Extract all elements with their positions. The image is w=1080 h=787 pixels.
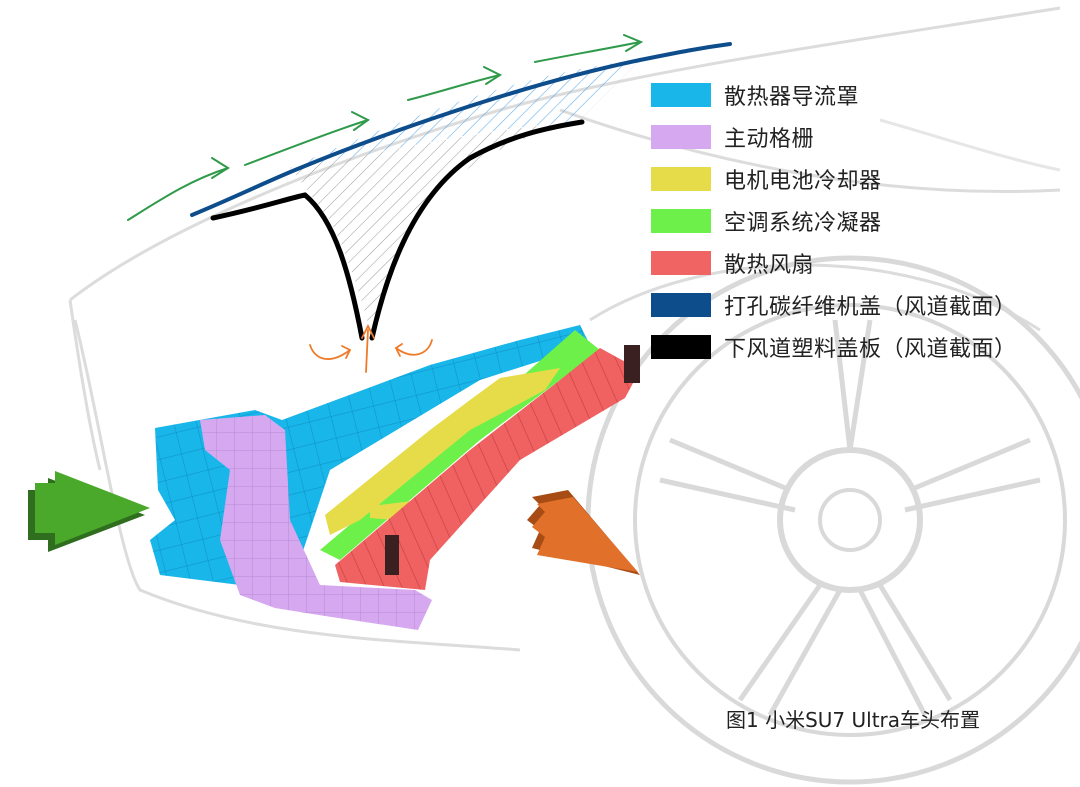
motor-battery-cooler [325, 368, 560, 535]
legend-swatch [651, 209, 711, 233]
legend-label: 散热风扇 [724, 253, 815, 278]
legend-item: 散热风扇 [651, 242, 1071, 284]
legend-label: 打孔碳纤维机盖（风道截面） [724, 295, 1017, 320]
inlet-airflow-arrow [28, 471, 150, 552]
legend-swatch [651, 251, 711, 275]
legend-label: 下风道塑料盖板（风道截面） [724, 337, 1017, 362]
cooling-module [150, 325, 640, 630]
legend-swatch [651, 125, 711, 149]
carbon-hood-section [190, 42, 732, 217]
air-duct-section [290, 60, 640, 338]
legend-item: 散热器导流罩 [651, 74, 1071, 116]
legend-swatch [651, 83, 711, 107]
legend-label: 空调系统冷凝器 [724, 211, 882, 236]
legend-item: 打孔碳纤维机盖（风道截面） [651, 284, 1071, 326]
legend-item: 下风道塑料盖板（风道截面） [651, 326, 1071, 368]
legend-item: 主动格栅 [651, 116, 1071, 158]
legend: 散热器导流罩 主动格栅 电机电池冷却器 空调系统冷凝器 散热风扇 打孔碳纤维机盖… [651, 74, 1071, 368]
outlet-airflow-arrow [527, 490, 640, 575]
figure-caption: 图1 小米SU7 Ultra车头布置 [726, 708, 981, 732]
legend-swatch [651, 167, 711, 191]
legend-item: 电机电池冷却器 [651, 158, 1071, 200]
legend-swatch [651, 293, 711, 317]
outflow-arrows [309, 323, 433, 373]
cooling-fan [335, 348, 640, 590]
legend-label: 电机电池冷却器 [724, 169, 882, 194]
airflow-arrows [127, 34, 644, 221]
legend-swatch [651, 335, 711, 359]
legend-label: 主动格栅 [724, 127, 815, 152]
lower-duct-cover-section [210, 119, 585, 341]
active-grille [200, 415, 432, 630]
legend-label: 散热器导流罩 [724, 85, 860, 110]
legend-item: 空调系统冷凝器 [651, 200, 1071, 242]
